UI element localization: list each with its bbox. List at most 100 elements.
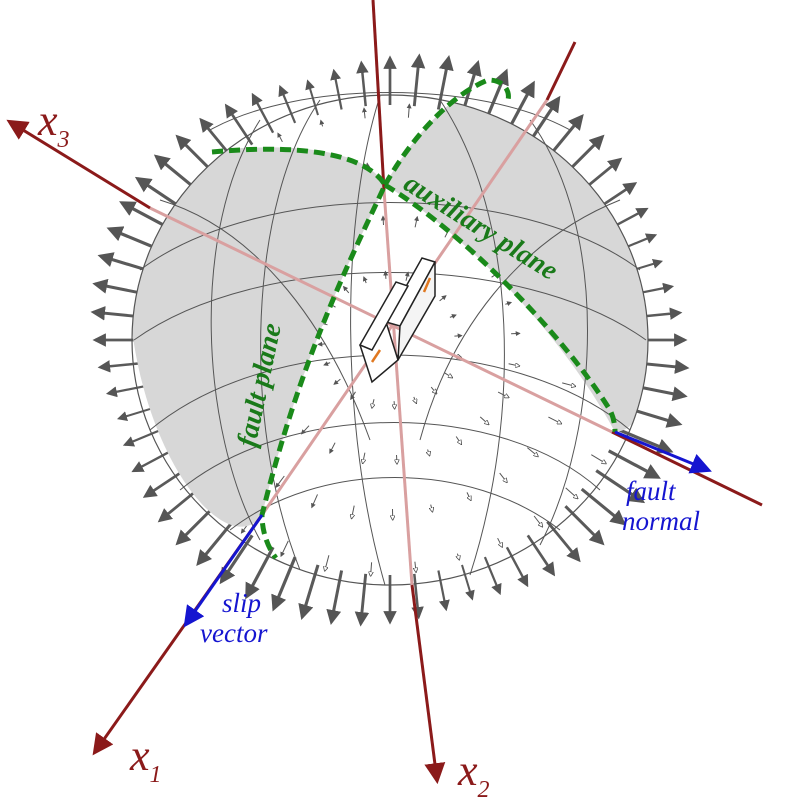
nodal-planes <box>211 77 618 560</box>
displacement-arrow <box>175 505 216 546</box>
displacement-arrow <box>564 505 605 546</box>
longitude-line <box>210 119 261 541</box>
displacement-arrow <box>505 546 529 588</box>
displacement-arrow <box>122 428 162 447</box>
displacement-arrow <box>131 449 172 473</box>
displacement-arrow <box>526 534 556 577</box>
surface-arrow <box>591 454 606 464</box>
displacement-arrow <box>278 84 297 124</box>
displacement-arrow <box>224 103 254 146</box>
surface-arrow <box>380 215 386 226</box>
surface-arrow <box>454 333 463 339</box>
displacement-arrow <box>157 488 200 523</box>
surface-arrow <box>329 442 336 454</box>
surface-arrow <box>444 372 453 378</box>
displacement-arrow <box>356 60 369 107</box>
displacement-arrow <box>245 546 275 600</box>
axis-x1-label: x1 <box>129 731 162 788</box>
axis-x3-back <box>611 430 763 507</box>
auxiliary-plane-curve <box>382 77 618 433</box>
displacement-arrow <box>618 428 674 454</box>
displacement-arrow <box>607 449 661 479</box>
surface-arrow <box>428 449 430 456</box>
surface-arrow <box>361 107 367 119</box>
surface-arrow <box>277 132 283 143</box>
fault-normal-vector <box>614 430 712 474</box>
surface-arrow <box>499 472 507 482</box>
displacement-arrow <box>461 564 475 601</box>
surface-arrow <box>431 504 433 512</box>
surface-arrow <box>414 215 419 228</box>
longitude-line <box>439 99 505 576</box>
sphere-outline <box>131 94 649 586</box>
surface-arrow <box>404 271 410 281</box>
axis-x1-back <box>545 41 577 101</box>
displacement-arrow <box>580 487 627 526</box>
surface-arrow <box>275 475 285 489</box>
displacement-arrow <box>410 53 426 107</box>
surface-arrow <box>397 454 398 464</box>
axis-x3 <box>6 119 151 210</box>
surface-arrow <box>455 436 461 445</box>
longitude-line <box>260 99 321 571</box>
surface-arrow <box>342 285 350 294</box>
displacement-arrow <box>411 573 424 620</box>
displacement-arrow <box>219 534 254 585</box>
displacement-arrow <box>330 68 343 110</box>
displacement-arrow <box>595 469 646 504</box>
surface-arrow <box>352 505 355 519</box>
surface-arrow <box>526 447 538 457</box>
surface-arrow <box>479 416 488 424</box>
displacement-arrow <box>105 384 148 398</box>
fault-normal-label-line2: normal <box>622 506 700 536</box>
shaded-quadrant-left <box>132 147 385 527</box>
fault-plane-curve <box>211 146 388 560</box>
surface-arrow <box>362 276 368 284</box>
slip-vector-label-line1: slip <box>222 588 261 618</box>
longitude-line <box>529 119 588 546</box>
surface-arrow <box>414 396 416 403</box>
longitude-line <box>419 199 621 441</box>
latitude-line <box>139 202 641 271</box>
slip-mark-upper <box>422 277 432 293</box>
vectors <box>183 430 712 628</box>
slip-vector-arrow <box>183 514 264 628</box>
surface-arrow <box>508 364 520 366</box>
block-left <box>358 281 410 351</box>
latitude-line <box>229 477 561 531</box>
displacement-arrow <box>271 556 297 612</box>
surface-arrow <box>317 341 326 347</box>
displacement-arrow <box>437 570 450 612</box>
surface-arrow <box>497 537 503 547</box>
displacement-arrow <box>546 520 581 563</box>
displacement-arrow <box>436 54 454 110</box>
displacement-arrow <box>142 469 185 498</box>
surface-arrow <box>415 561 416 572</box>
surface-arrow <box>371 562 372 575</box>
surface-arrow <box>449 314 457 319</box>
axis-x2-back <box>371 0 386 191</box>
surface-arrow <box>325 555 330 570</box>
fault-normal-label-line1: fault <box>626 476 677 506</box>
axis-x2-inner <box>382 189 414 586</box>
displacement-arrow <box>326 570 344 626</box>
axis-x2-label: x2 <box>457 746 490 800</box>
surface-arrow <box>280 540 289 558</box>
surface-arrow <box>457 553 459 560</box>
longitude-line <box>159 199 371 441</box>
longitude-line <box>350 95 386 586</box>
surface-arrow <box>466 492 471 500</box>
latitude-line <box>179 422 601 491</box>
displacement-arrow <box>116 407 153 421</box>
axis-x3-label: x3 <box>37 96 70 153</box>
surface-arrow <box>394 401 395 408</box>
axes <box>6 0 763 785</box>
surface-arrow <box>439 295 447 302</box>
fault-block-icon <box>358 257 437 384</box>
displacement-arrow <box>483 556 502 596</box>
surface-arrow <box>565 487 578 498</box>
surface-arrow <box>562 382 575 386</box>
displacement-arrow <box>97 360 144 373</box>
slip-vector-label-line2: vector <box>200 618 268 648</box>
